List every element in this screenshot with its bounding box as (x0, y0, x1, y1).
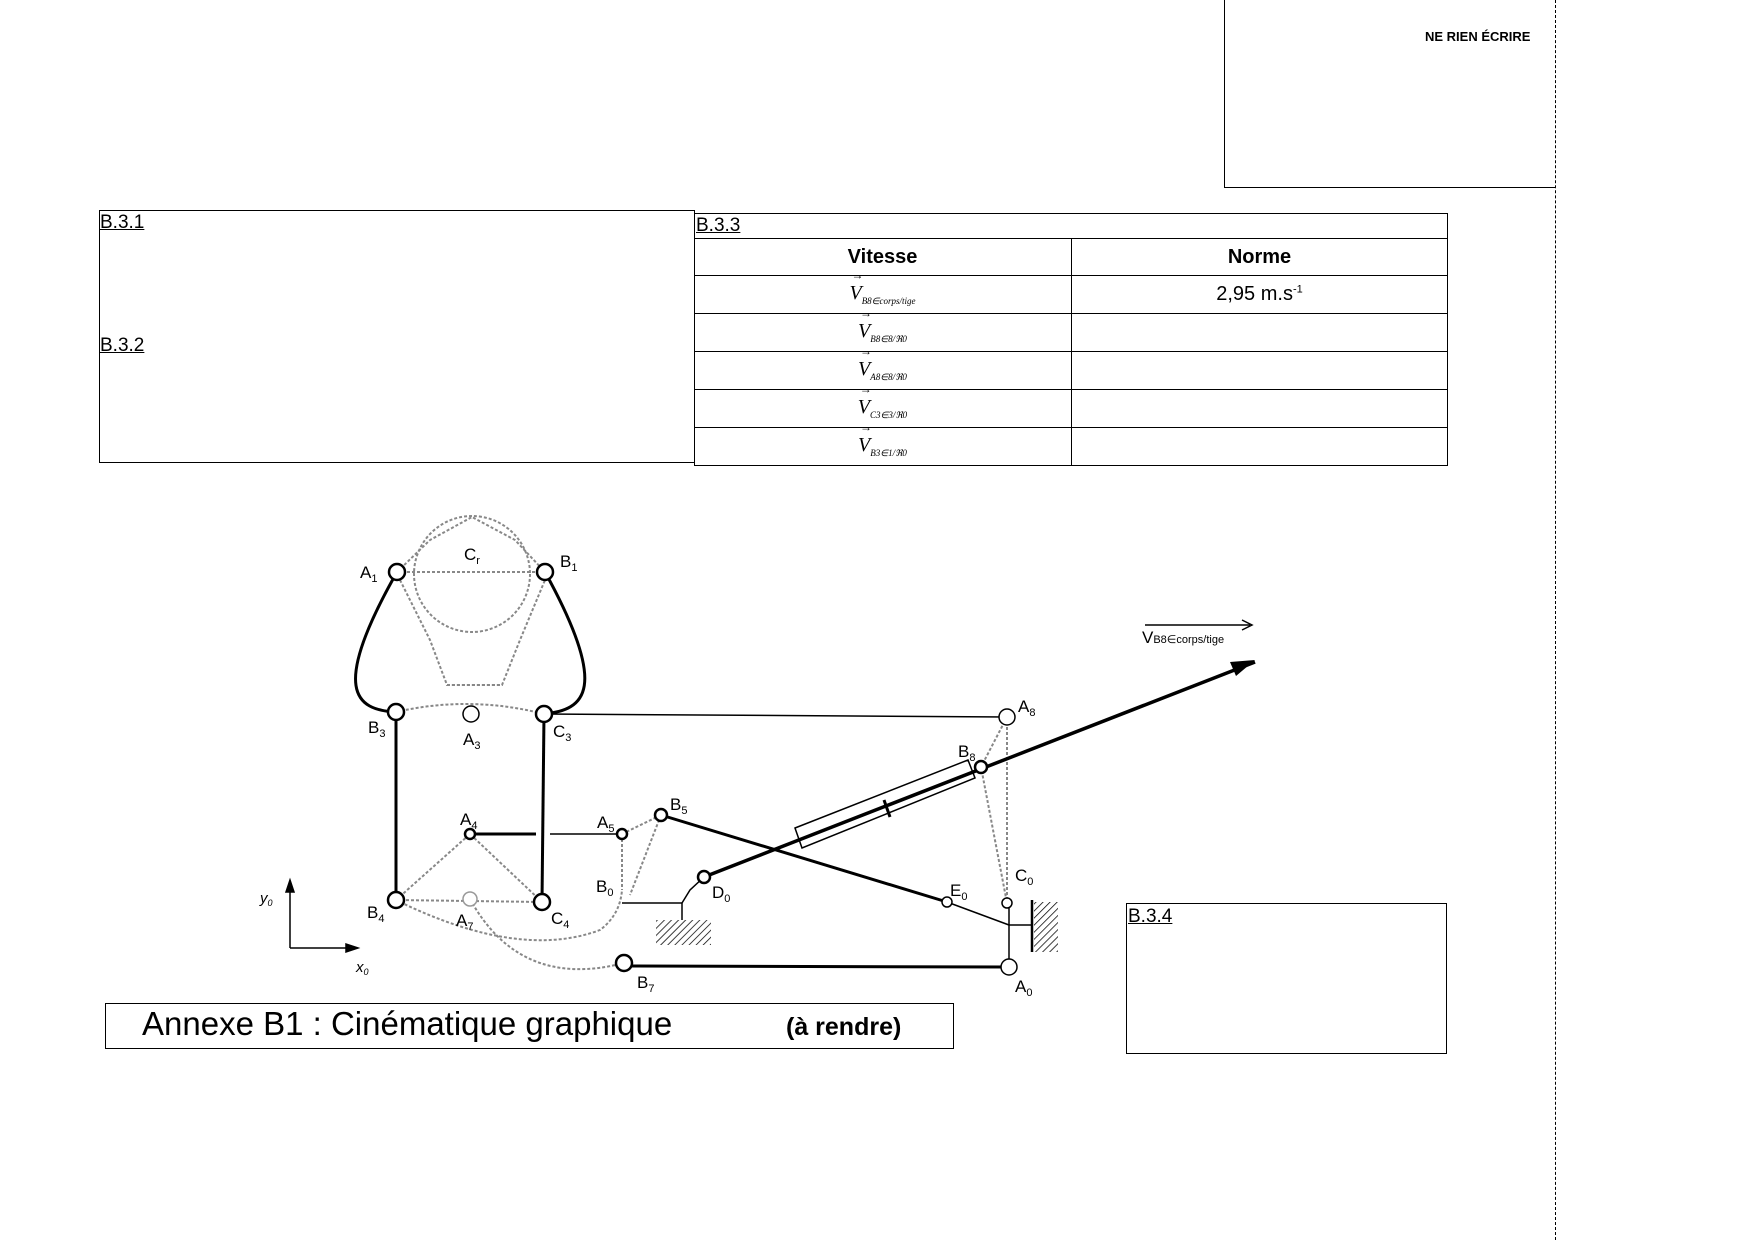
norme-cell[interactable] (1071, 427, 1447, 465)
cut-line (1555, 0, 1556, 1240)
table-row: VC3∈3/ℜ0 (694, 389, 1447, 428)
norme-cell[interactable] (1071, 389, 1447, 428)
point-labels: A1 B1 Cr B3 A3 C3 A8 B8 A4 A5 B5 B0 D0 E… (360, 545, 1035, 999)
svg-text:A8: A8 (1018, 697, 1035, 719)
annex-title: Annexe B1 : Cinématique graphique (142, 1005, 673, 1042)
svg-text:A7: A7 (456, 911, 473, 933)
svg-text:A3: A3 (463, 730, 480, 752)
svg-text:B8: B8 (958, 742, 975, 764)
thin-links (284, 619, 1254, 967)
svg-text:C4: C4 (551, 909, 569, 931)
svg-text:B1: B1 (560, 552, 577, 574)
section-label-b33: B.3.3 (696, 215, 741, 236)
velocity-arrowhead (1230, 660, 1255, 676)
svg-text:B4: B4 (367, 903, 384, 925)
velocity-symbol: VB8∈8/ℜ0 (858, 320, 907, 345)
ground-hatch (1034, 902, 1058, 952)
svg-text:A1: A1 (360, 563, 377, 585)
velocity-symbol: VA8∈8/ℜ0 (858, 358, 907, 383)
svg-text:Cr: Cr (464, 545, 480, 567)
svg-text:B5: B5 (670, 795, 687, 817)
norme-cell[interactable] (1071, 313, 1447, 352)
table-header-row: Vitesse Norme (694, 238, 1447, 276)
table-row: VB8∈8/ℜ0 (694, 313, 1447, 352)
links (354, 571, 1256, 969)
answer-box-b34[interactable] (1126, 903, 1447, 1054)
velocity-symbol: VB8∈corps/tige (849, 282, 915, 307)
header-norme: Norme (1071, 238, 1447, 276)
svg-text:A0: A0 (1015, 977, 1032, 999)
norme-cell[interactable]: 2,95 m.s-1 (1071, 275, 1447, 314)
svg-text:B3: B3 (368, 718, 385, 740)
header-vitesse: Vitesse (694, 238, 1072, 276)
velocity-vector-label: VB8∈corps/tige (1142, 628, 1224, 647)
table-row: VA8∈8/ℜ0 (694, 351, 1447, 390)
table-row: VB3∈1/ℜ0 (694, 427, 1447, 465)
svg-text:A5: A5 (597, 813, 614, 835)
body-outline (395, 515, 1008, 971)
annex-note: (à rendre) (786, 1013, 902, 1041)
svg-text:C0: C0 (1015, 866, 1033, 888)
ne-rien-ecrire-label: NE RIEN ÉCRIRE (1425, 29, 1531, 44)
joints (386, 562, 1018, 976)
annex-title-box (105, 1003, 954, 1049)
velocity-table: Vitesse Norme VB8∈corps/tige 2,95 m.s-1 … (694, 238, 1447, 465)
cylinder-body (794, 759, 976, 849)
svg-text:D0: D0 (712, 883, 730, 905)
ne-rien-ecrire-box (1224, 0, 1556, 188)
axis-x-label: x0 (355, 959, 369, 977)
norme-cell[interactable] (1071, 351, 1447, 390)
table-row: VB8∈corps/tige 2,95 m.s-1 (694, 275, 1447, 314)
axis-y-label: y0 (259, 890, 273, 908)
svg-text:C3: C3 (553, 722, 571, 744)
svg-text:B0: B0 (596, 877, 613, 899)
section-label-b34: B.3.4 (1128, 906, 1173, 927)
svg-text:A4: A4 (460, 810, 477, 832)
svg-text:B7: B7 (637, 973, 654, 995)
ground-hatch (656, 920, 711, 945)
velocity-symbol: VB3∈1/ℜ0 (858, 434, 907, 459)
section-label-b31: B.3.1 (100, 212, 145, 233)
velocity-symbol: VC3∈3/ℜ0 (858, 396, 907, 421)
section-label-b32: B.3.2 (100, 335, 145, 356)
svg-text:E0: E0 (950, 881, 967, 903)
